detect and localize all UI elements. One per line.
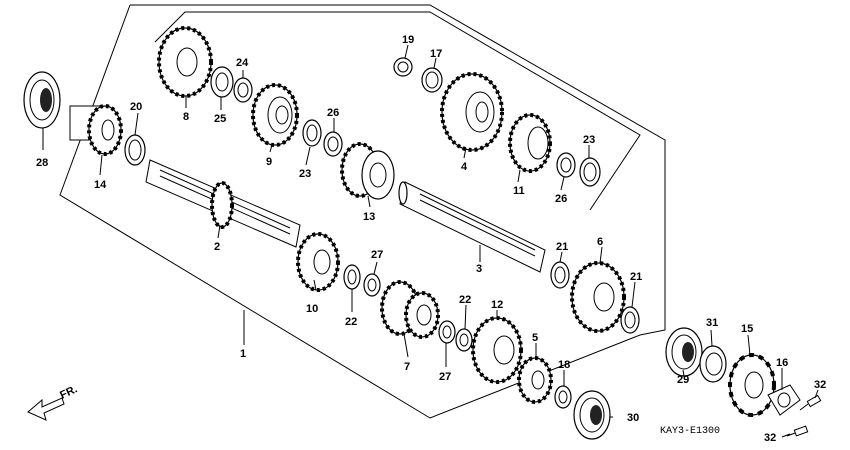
front-direction-arrow (27, 397, 65, 421)
bearing-28 (23, 71, 61, 129)
bearing-30 (573, 390, 611, 440)
gear-13 (340, 142, 395, 200)
callout-16: 16 (776, 357, 788, 369)
callout-11: 11 (513, 185, 525, 197)
callout-8: 8 (183, 111, 189, 123)
callout-27a: 27 (371, 249, 383, 261)
callout-28: 28 (36, 157, 48, 169)
callout-17: 17 (430, 48, 442, 60)
callout-30: 30 (627, 412, 639, 424)
bolt-32-upper (799, 394, 822, 411)
gear-12 (471, 316, 523, 384)
countershaft-3 (398, 181, 546, 273)
callout-20: 20 (130, 101, 142, 113)
callout-9: 9 (266, 156, 272, 168)
bolt-32-lower (786, 425, 809, 437)
callout-31: 31 (706, 317, 718, 329)
callout-26a: 26 (327, 107, 339, 119)
callout-23b: 23 (583, 134, 595, 146)
bearing-29 (665, 327, 703, 377)
callout-10: 10 (306, 303, 318, 315)
gear-9 (251, 83, 299, 147)
diagram-code: KAY3-E1300 (660, 426, 720, 437)
callout-4: 4 (461, 161, 468, 173)
callout-7: 7 (404, 361, 410, 373)
callout-22a: 22 (345, 316, 357, 328)
callout-24: 24 (236, 57, 249, 69)
callout-3: 3 (476, 263, 482, 275)
callout-27b: 27 (439, 371, 451, 383)
oil-seal-31 (699, 345, 727, 383)
countershaft-boundary-line (154, 11, 641, 211)
callout-18: 18 (558, 359, 570, 371)
callout-21a: 21 (556, 241, 568, 253)
callout-13: 13 (363, 211, 375, 223)
leader-lines (42, 44, 819, 438)
bushing-17 (421, 67, 443, 93)
gear-7 (380, 280, 440, 339)
fixing-plate-16 (767, 384, 801, 416)
callout-25: 25 (214, 113, 226, 125)
callout-22b: 22 (459, 294, 471, 306)
gear-10 (296, 232, 340, 292)
callout-1: 1 (240, 348, 246, 360)
gear-4 (440, 72, 504, 152)
callout-12: 12 (491, 299, 503, 311)
callout-19: 19 (402, 34, 414, 46)
callout-labels: 28 14 20 2 1 3 4 10 8 9 25 24 23 26 13 1… (36, 34, 826, 444)
callout-32a: 32 (814, 379, 826, 391)
callout-26b: 26 (555, 193, 567, 205)
callout-15: 15 (741, 323, 753, 335)
callout-2: 2 (214, 241, 220, 253)
callout-29: 29 (677, 374, 689, 386)
gear-14 (69, 104, 123, 156)
mainshaft-2 (145, 159, 301, 248)
gear-8 (157, 26, 213, 98)
gear-11 (508, 113, 552, 173)
callout-32b: 32 (764, 432, 776, 444)
gear-5 (517, 356, 553, 404)
drive-sprocket-15 (728, 353, 776, 417)
callout-21b: 21 (630, 271, 642, 283)
callout-6: 6 (597, 236, 603, 248)
callout-14: 14 (94, 179, 107, 191)
direction-label: FR. (58, 383, 79, 401)
callout-23a: 23 (299, 168, 311, 180)
assembly-boundary-line (59, 4, 666, 419)
callout-5: 5 (532, 332, 538, 344)
gear-6 (570, 261, 626, 333)
